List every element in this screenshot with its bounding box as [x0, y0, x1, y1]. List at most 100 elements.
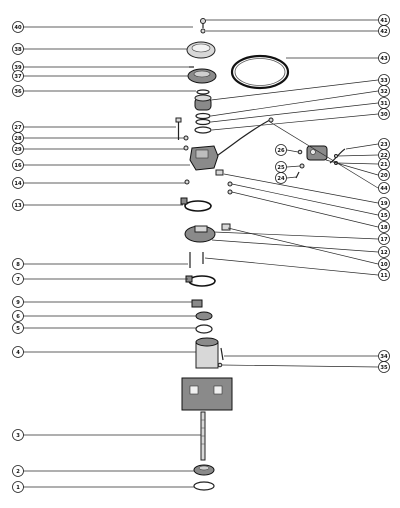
callout-34: 34	[378, 350, 390, 362]
callout-18: 18	[378, 221, 390, 233]
callout-32: 32	[378, 85, 390, 97]
svg-text:32: 32	[380, 89, 388, 95]
callout-7: 7	[12, 273, 24, 285]
svg-text:35: 35	[380, 365, 388, 371]
callout-35: 35	[378, 361, 390, 373]
washer-31-part	[195, 118, 211, 126]
svg-text:43: 43	[380, 56, 388, 62]
svg-text:14: 14	[14, 181, 22, 187]
svg-text:20: 20	[380, 173, 388, 179]
svg-text:15: 15	[380, 213, 388, 219]
callout-15: 15	[378, 209, 390, 221]
svg-text:30: 30	[380, 112, 388, 118]
svg-text:41: 41	[380, 18, 388, 24]
callout-9: 9	[12, 296, 24, 308]
callout-5: 5	[12, 322, 24, 334]
svg-text:34: 34	[380, 354, 388, 360]
callout-20: 20	[378, 169, 390, 181]
svg-text:6: 6	[16, 314, 20, 320]
bolt-27-part	[175, 117, 182, 140]
callout-44: 44	[378, 182, 390, 194]
svg-text:22: 22	[380, 153, 388, 159]
drive-shaft-housing-part	[181, 337, 233, 411]
svg-text:3: 3	[16, 433, 20, 439]
callout-42: 42	[378, 25, 390, 37]
callout-29: 29	[12, 143, 24, 155]
callout-31: 31	[378, 97, 390, 109]
large-seal-ring-part	[230, 54, 290, 90]
callout-1: 1	[12, 481, 24, 493]
callout-21: 21	[378, 158, 390, 170]
callout-28: 28	[12, 132, 24, 144]
svg-text:19: 19	[380, 201, 388, 207]
svg-text:10: 10	[380, 262, 388, 268]
svg-text:4: 4	[16, 350, 20, 356]
svg-text:8: 8	[16, 262, 20, 268]
clamp-13-part	[180, 197, 212, 212]
svg-text:42: 42	[380, 29, 388, 35]
callout-4: 4	[12, 346, 24, 358]
leader-lines	[23, 19, 379, 488]
svg-text:12: 12	[380, 250, 388, 256]
callout-10: 10	[378, 258, 390, 270]
svg-text:39: 39	[14, 65, 22, 71]
callout-11: 11	[378, 269, 390, 281]
svg-text:28: 28	[14, 136, 22, 142]
cover-plate-part	[186, 41, 216, 59]
svg-text:38: 38	[14, 47, 22, 53]
svg-text:27: 27	[14, 125, 22, 131]
housing-connector-part	[215, 169, 224, 176]
cable-part	[213, 119, 271, 159]
svg-text:31: 31	[380, 101, 388, 107]
bushing-9-part	[191, 299, 203, 308]
callout-23: 23	[378, 138, 390, 150]
washer-28-part	[183, 135, 189, 141]
callout-6: 6	[12, 310, 24, 322]
svg-text:37: 37	[14, 74, 22, 80]
callout-16: 16	[12, 159, 24, 171]
callout-39: 39	[12, 61, 24, 73]
callout-33: 33	[378, 74, 390, 86]
ring-1-part	[193, 481, 215, 491]
clamp-7-part	[185, 275, 216, 287]
callout-38: 38	[12, 43, 24, 55]
gear-2-part	[193, 464, 215, 476]
svg-text:26: 26	[277, 148, 285, 154]
valve-body-part	[306, 145, 328, 161]
pin-14-part	[184, 179, 190, 185]
svg-text:25: 25	[277, 165, 285, 171]
upper-cap-part	[187, 68, 217, 84]
shaft-3-part	[200, 411, 206, 461]
svg-text:5: 5	[16, 326, 20, 332]
svg-text:9: 9	[16, 300, 20, 306]
svg-text:29: 29	[14, 147, 22, 153]
washer-30-part	[194, 126, 212, 134]
callout-12: 12	[378, 246, 390, 258]
svg-text:7: 7	[16, 277, 20, 283]
callout-24: 24	[275, 172, 287, 184]
callout-36: 36	[12, 85, 24, 97]
callout-30: 30	[378, 108, 390, 120]
svg-text:36: 36	[14, 89, 22, 95]
callout-25: 25	[275, 161, 287, 173]
callout-13: 13	[12, 199, 24, 211]
o-ring-part	[196, 89, 210, 95]
callout-8: 8	[12, 258, 24, 270]
top-washer-part	[200, 28, 206, 34]
valve-washer-part	[297, 149, 303, 155]
svg-text:18: 18	[380, 225, 388, 231]
washer-29-part	[183, 145, 189, 151]
callout-19: 19	[378, 197, 390, 209]
svg-text:23: 23	[380, 142, 388, 148]
callout-43: 43	[378, 52, 390, 64]
middle-housing-part	[184, 223, 231, 243]
washer-35-part	[217, 362, 223, 368]
valve-screw-part	[295, 171, 300, 179]
svg-text:40: 40	[14, 25, 22, 31]
seal-5-part	[195, 324, 213, 334]
callout-2: 2	[12, 465, 24, 477]
callout-26: 26	[275, 144, 287, 156]
upper-housing-part	[189, 145, 219, 171]
washer-32-part	[195, 112, 211, 120]
